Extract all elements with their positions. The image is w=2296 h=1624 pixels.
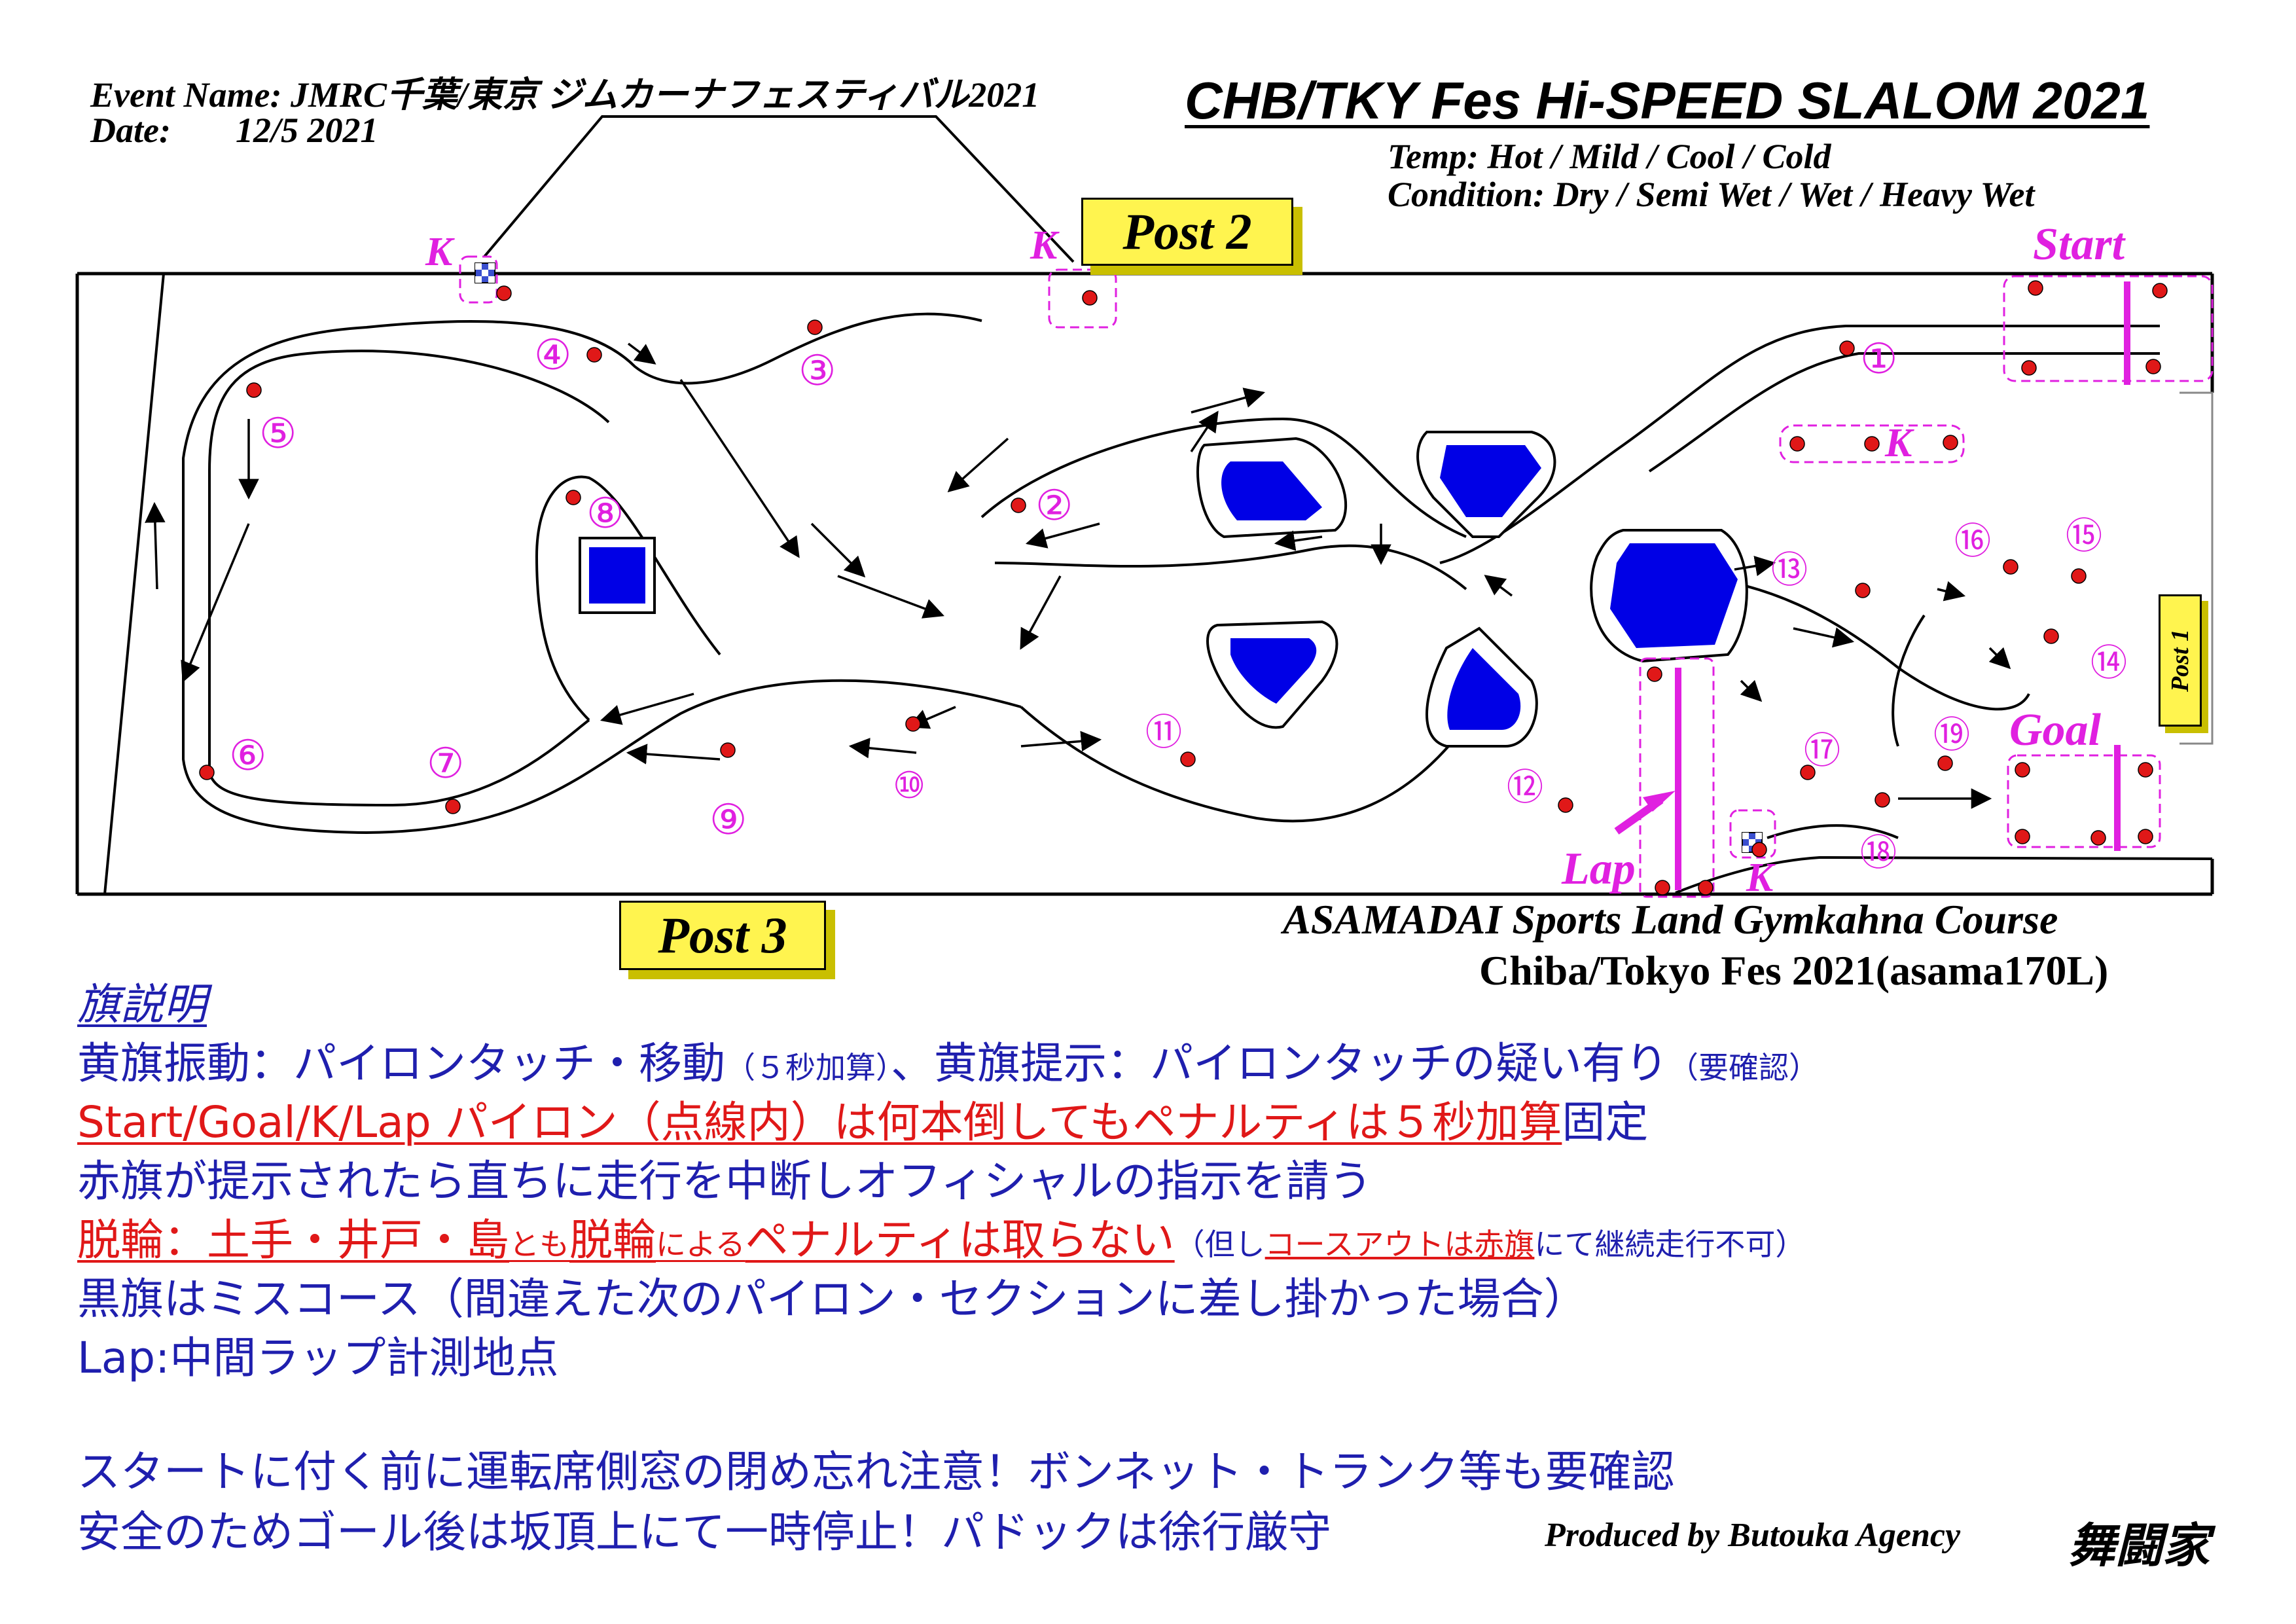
lap-pointer-arrow <box>1614 791 1676 835</box>
pylon-number: ① <box>1860 335 1898 384</box>
producer-credit: Produced by Butouka Agency <box>1545 1517 1961 1554</box>
flag-note-yellow: 黄旗振動：パイロンタッチ・移動（５秒加算）、黄旗提示：パイロンタッチの疑い有り（… <box>77 1038 1819 1089</box>
lap-label: Lap <box>1562 844 1636 894</box>
flag-note-red: 赤旗が提示されたら直ちに走行を中断しオフィシャルの指示を請う <box>77 1156 1372 1206</box>
pylon-number: ⑥ <box>229 732 267 780</box>
safety-note-start: スタートに付く前に運転席側窓の閉め忘れ注意！ボンネット・トランク等も要確認 <box>77 1447 1675 1497</box>
pylon-number: ⑮ <box>2066 515 2102 558</box>
pylon-number: ⑧ <box>586 490 624 538</box>
road-edges <box>182 312 2213 894</box>
k-marker-label: K <box>1885 421 1912 465</box>
temperature-options: Temp: Hot / Mild / Cool / Cold <box>1388 137 1831 176</box>
flag-legend-heading: 旗説明 <box>77 979 207 1030</box>
direction-arrows <box>145 342 2011 809</box>
pylon-number: ⑲ <box>1933 714 1970 757</box>
start-label: Start <box>2033 219 2125 270</box>
pylon-number: ② <box>1035 482 1073 530</box>
event-name: Event Name: JMRC千葉/東京 ジムカーナフェスティバル2021 <box>90 75 1040 115</box>
flag-note-lap: Lap:中間ラップ計測地点 <box>77 1333 559 1383</box>
pylon-number: ⑦ <box>427 740 465 788</box>
pylon-number: ⑭ <box>2090 642 2127 685</box>
page-title: CHB/TKY Fes Hi-SPEED SLALOM 2021 <box>1185 71 2150 130</box>
pylons <box>199 280 2168 895</box>
pylon-number: ⑤ <box>259 410 297 458</box>
safety-note-goal: 安全のためゴール後は坂頂上にて一時停止！パドックは徐行厳守 <box>77 1507 1331 1557</box>
post-2-label: Post 2 <box>1081 198 1293 266</box>
post-3-label: Post 3 <box>619 901 826 970</box>
pylon-number: ⑫ <box>1507 767 1543 809</box>
goal-label: Goal <box>2009 705 2101 755</box>
pylon-number: ④ <box>534 331 572 380</box>
pylon-number: ⑰ <box>1804 730 1840 772</box>
brand-logo: 舞闘家 <box>2068 1517 2210 1573</box>
pylon-number: ⑩ <box>893 765 926 807</box>
post2-sightline <box>483 115 1075 263</box>
condition-options: Condition: Dry / Semi Wet / Wet / Heavy … <box>1388 175 2035 214</box>
k-marker-label: K <box>425 230 453 274</box>
pylon-number: ⑬ <box>1771 549 1808 592</box>
penalty-zones <box>459 255 2214 898</box>
timing-lines <box>1675 281 2130 890</box>
islands <box>579 431 1748 748</box>
checkered-flag-icon <box>475 262 1763 853</box>
date-value: 12/5 2021 <box>236 111 378 150</box>
pylon-number: ⑯ <box>1954 520 1991 563</box>
venue-name: ASAMADAI Sports Land Gymkahna Course <box>1283 896 2058 943</box>
pylon-number: ⑱ <box>1860 832 1897 875</box>
date-label: Date: <box>90 111 171 150</box>
pylon-number: ⑪ <box>1145 712 1182 754</box>
course-name: Chiba/Tokyo Fes 2021(asama170L) <box>1479 947 2109 994</box>
k-marker-label: K <box>1746 856 1774 900</box>
flag-note-wheel-off: 脱輪：土手・井戸・島とも脱輪によるペナルティは取らない（但しコースアウトは赤旗に… <box>77 1215 1806 1265</box>
flag-note-penalty: Start/Goal/K/Lap パイロン（点線内）は何本倒してもペナルティは５… <box>77 1097 1649 1147</box>
course-map <box>75 115 2214 898</box>
flag-note-black: 黒旗はミスコース（間違えた次のパイロン・セクションに差し掛かった場合） <box>77 1274 1587 1324</box>
pylon-number: ③ <box>798 347 836 395</box>
k-marker-label: K <box>1030 223 1058 268</box>
pylon-number: ⑨ <box>709 796 747 844</box>
post-1-label: Post 1 <box>2159 594 2202 727</box>
